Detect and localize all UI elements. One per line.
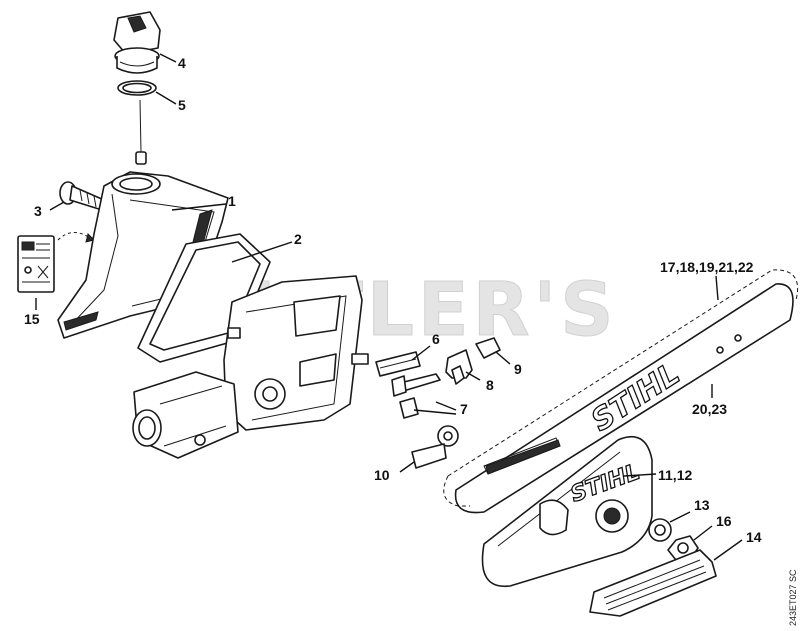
callout-8: 8: [486, 377, 494, 393]
callout-11-12: 11,12: [658, 467, 692, 483]
callout-13: 13: [694, 497, 710, 513]
warning-label-part: [17, 235, 55, 293]
callout-9: 9: [514, 361, 522, 377]
label-placement-arrow: [57, 232, 91, 241]
callout-17-18-19-21-22: 17,18,19,21,22: [660, 259, 754, 275]
callout-leaders: [35, 53, 743, 561]
callout-5: 5: [178, 97, 186, 113]
tensioner-screw-part: [391, 373, 441, 419]
callout-7: 7: [460, 401, 468, 417]
screw-part: [59, 181, 105, 211]
callout-4: 4: [178, 55, 186, 71]
sprocket-cover-part: STIHL: [481, 435, 653, 588]
callout-15: 15: [24, 311, 40, 327]
callout-20-23: 20,23: [692, 401, 727, 417]
callout-2: 2: [294, 231, 302, 247]
tension-block-part: [475, 337, 501, 359]
callout-10: 10: [374, 467, 390, 483]
callout-1: 1: [228, 193, 236, 209]
callout-6: 6: [432, 331, 440, 347]
slide-part: [375, 351, 421, 377]
document-id: 243ET027 SC: [788, 569, 798, 626]
callout-3: 3: [34, 203, 42, 219]
bracket-part: [445, 349, 473, 385]
saw-chain-part: [443, 269, 798, 507]
tensioner-nut-part: [411, 425, 459, 469]
guard-plate-part: [589, 549, 717, 617]
oil-cap-part: [113, 11, 161, 74]
gear-housing: [132, 275, 369, 459]
callout-16: 16: [716, 513, 732, 529]
washer-part: [648, 518, 672, 542]
callout-14: 14: [746, 529, 762, 545]
label-placement-arrowhead: [85, 233, 95, 243]
o-ring-part: [117, 80, 157, 96]
pin-part: [135, 99, 147, 165]
